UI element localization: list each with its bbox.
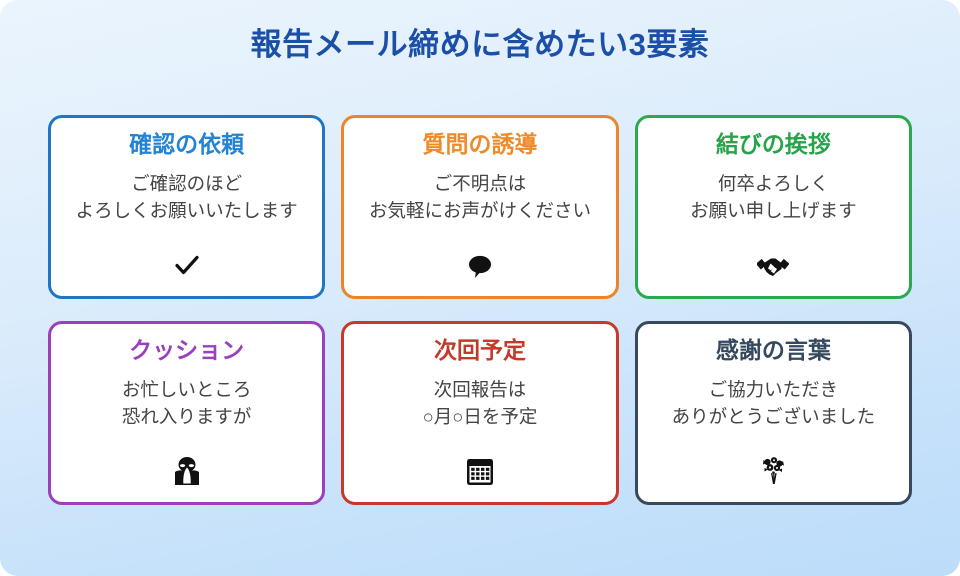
check-mark-icon <box>51 250 322 285</box>
handshake-icon <box>638 254 909 285</box>
card-title: 次回予定 <box>433 337 526 363</box>
bouquet-icon <box>638 456 909 491</box>
card-confirmation-request: 確認の依頼 ご確認のほど よろしくお願いいたします <box>48 115 326 299</box>
card-grid: 確認の依頼 ご確認のほど よろしくお願いいたします 質問の誘導 ご不明点は お気… <box>48 115 912 505</box>
calendar-icon <box>344 458 615 491</box>
card-title: クッション <box>129 337 245 363</box>
card-gratitude-words: 感謝の言葉 ご協力いただき ありがとうございました <box>634 321 912 505</box>
card-body: ご不明点は お気軽にお声がけください <box>369 171 591 224</box>
card-body: 次回報告は ○月○日を予定 <box>423 377 538 430</box>
card-title: 感謝の言葉 <box>715 337 831 363</box>
card-body-line-1: 何卒よろしく <box>717 173 829 195</box>
card-next-schedule: 次回予定 次回報告は ○月○日を予定 <box>341 321 619 505</box>
card-body-line-1: ご不明点は <box>433 173 527 195</box>
card-body: ご確認のほど よろしくお願いいたします <box>76 171 298 224</box>
card-body-line-1: 次回報告は <box>433 379 527 401</box>
card-body: 何卒よろしく お願い申し上げます <box>690 171 857 224</box>
card-body-line-2: お願い申し上げます <box>690 199 857 221</box>
speech-balloon-icon <box>344 252 615 285</box>
card-question-invitation: 質問の誘導 ご不明点は お気軽にお声がけください <box>341 115 619 299</box>
card-body-line-2: ○月○日を予定 <box>422 405 538 427</box>
card-closing-greeting: 結びの挨拶 何卒よろしく お願い申し上げます <box>634 115 912 299</box>
card-title: 確認の依頼 <box>129 131 245 157</box>
page-title: 報告メール締めに含めたい3要素 <box>250 27 710 62</box>
card-body-line-1: ご協力いただき <box>708 379 839 401</box>
card-body-line-1: お忙しいところ <box>121 379 252 401</box>
card-title: 質問の誘導 <box>422 131 538 157</box>
person-bowing-icon <box>51 456 322 491</box>
card-cushion-phrase: クッション お忙しいところ 恐れ入りますが <box>48 321 326 505</box>
card-body-line-2: お気軽にお声がけください <box>368 199 591 221</box>
card-body: お忙しいところ 恐れ入りますが <box>122 377 252 430</box>
card-body-line-2: ありがとうございました <box>671 405 876 427</box>
card-body: ご協力いただき ありがとうございました <box>672 377 876 430</box>
card-body-line-1: ご確認のほど <box>131 173 243 195</box>
card-body-line-2: よろしくお願いいたします <box>75 199 298 221</box>
card-body-line-2: 恐れ入りますが <box>121 405 252 427</box>
card-title: 結びの挨拶 <box>715 131 831 157</box>
